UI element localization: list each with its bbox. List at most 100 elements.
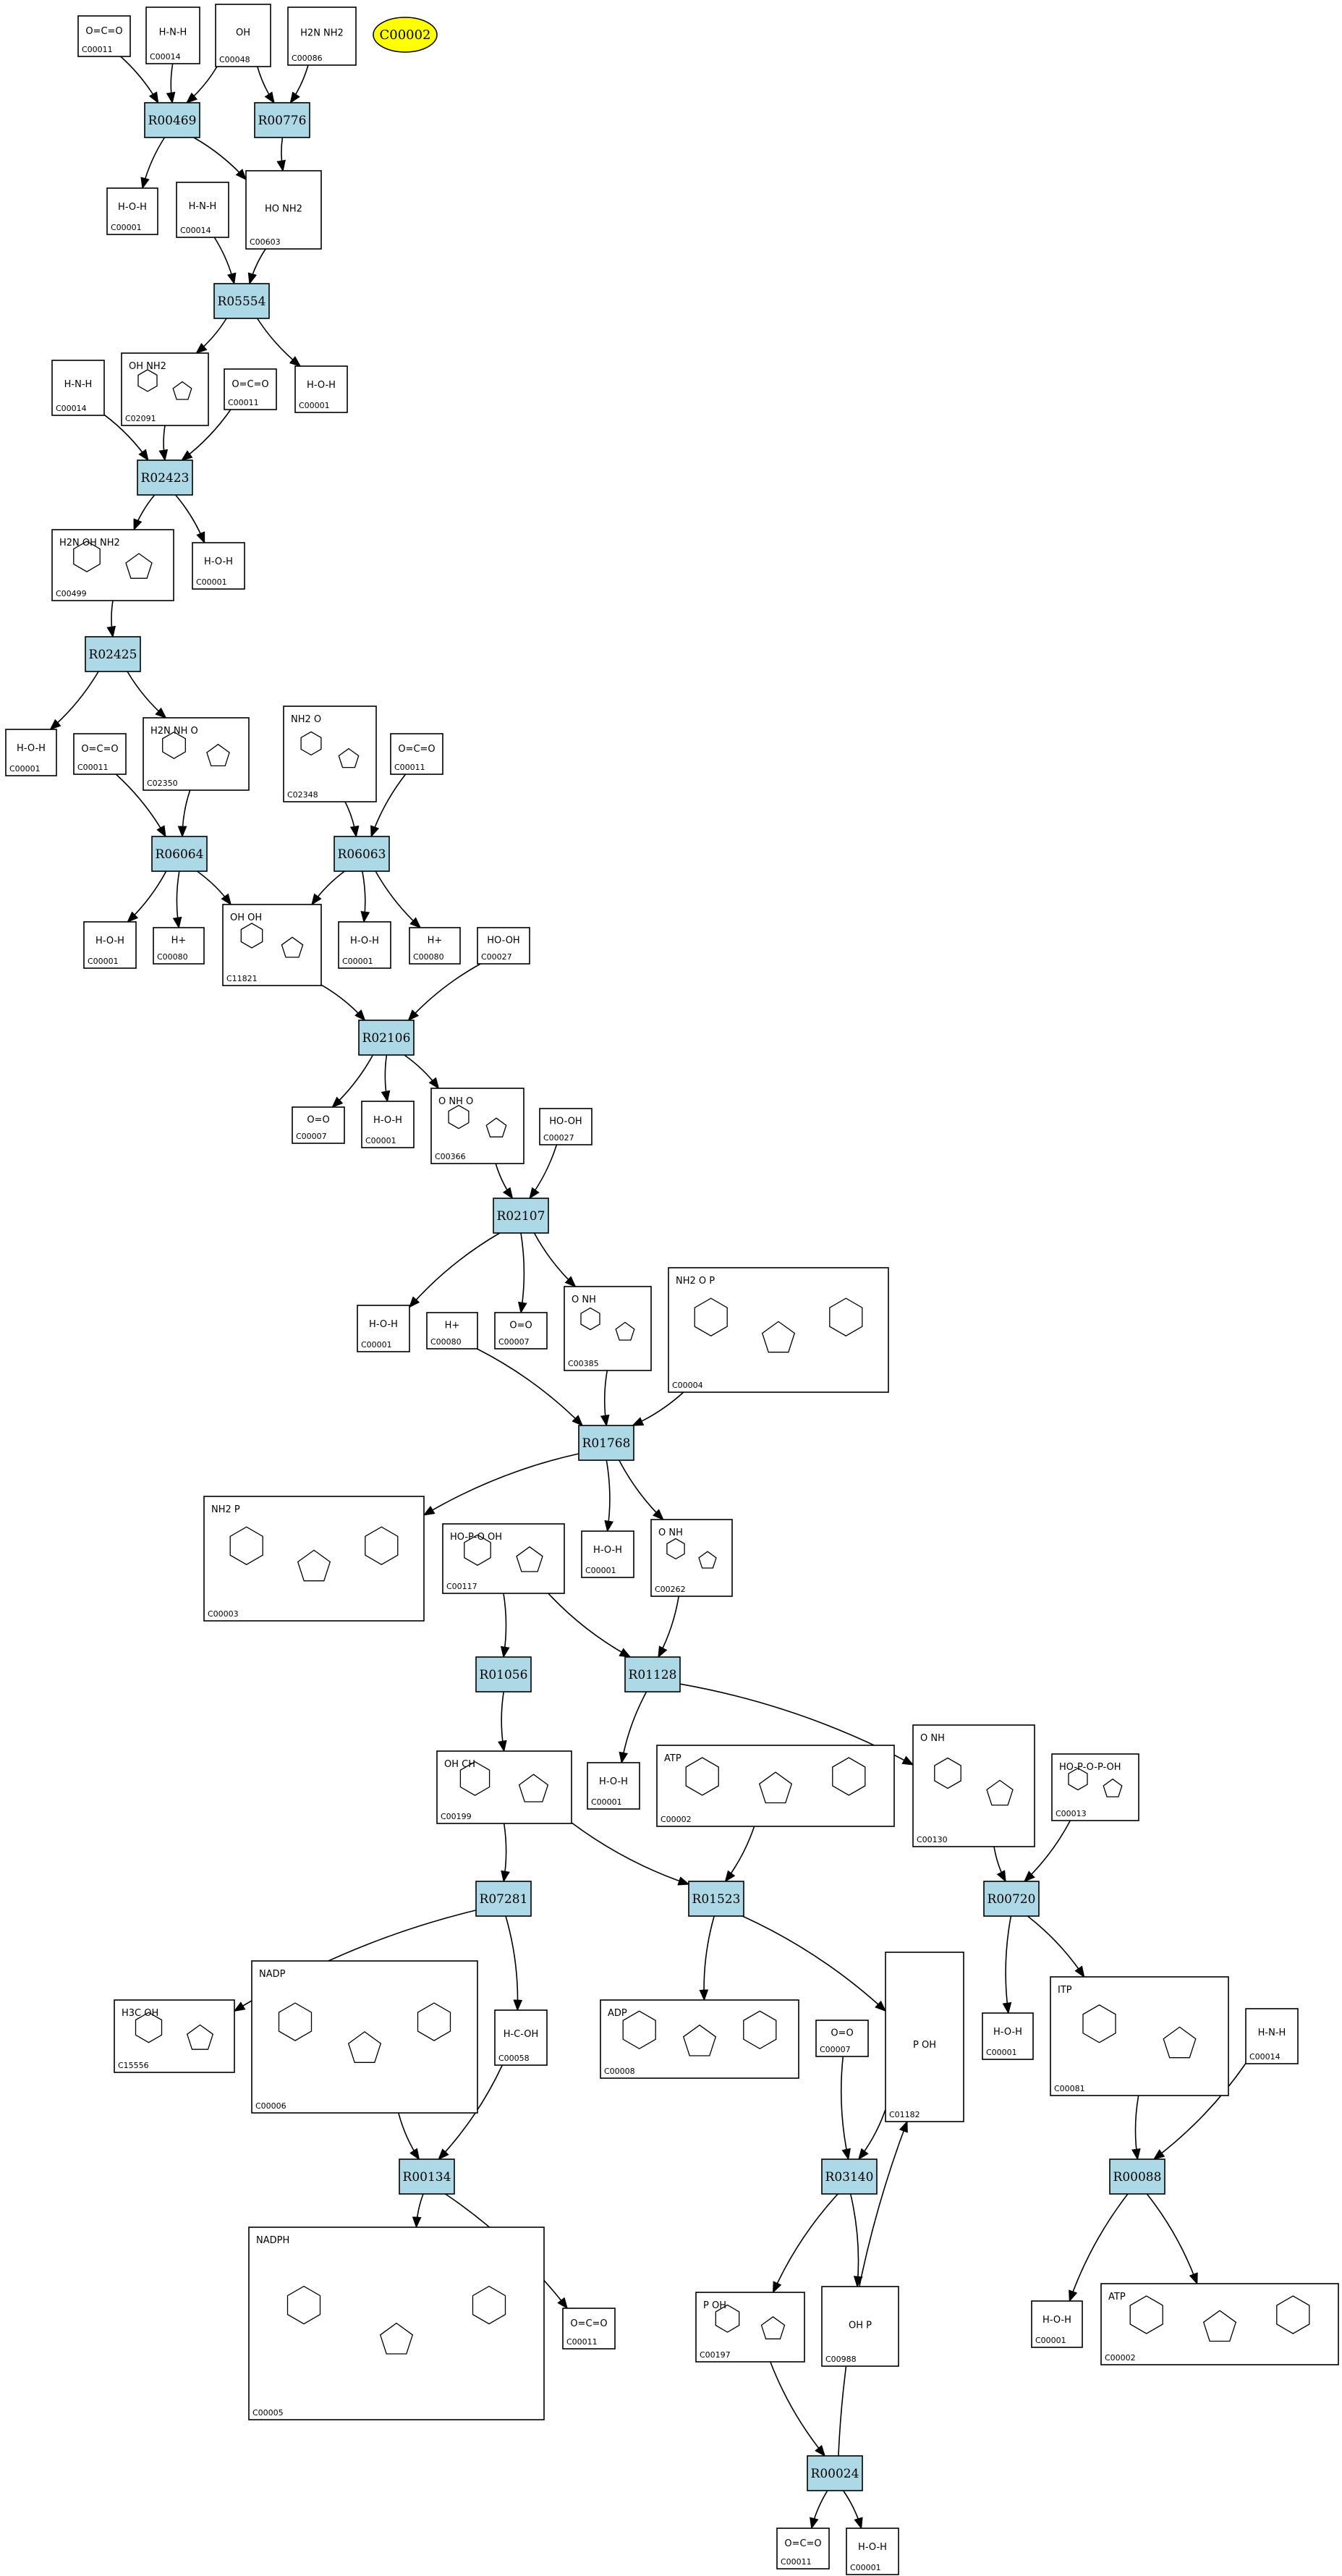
reaction-R00024[interactable]: R00024 bbox=[807, 2455, 863, 2491]
compound-box bbox=[83, 921, 137, 969]
reaction-R02425[interactable]: R02425 bbox=[85, 636, 141, 672]
ring-shape bbox=[832, 1757, 866, 1796]
compound-box bbox=[494, 2009, 548, 2066]
compound-C00080[interactable]: H+C00080 bbox=[426, 1312, 478, 1350]
reaction-R02423[interactable]: R02423 bbox=[137, 459, 193, 496]
reaction-R00134[interactable]: R00134 bbox=[399, 2158, 455, 2195]
reaction-box bbox=[85, 636, 141, 672]
reaction-R01128[interactable]: R01128 bbox=[624, 1656, 681, 1692]
reaction-R01523[interactable]: R01523 bbox=[688, 1881, 744, 1917]
reaction-R01768[interactable]: R01768 bbox=[578, 1425, 634, 1461]
compound-formula: H-O-H bbox=[1042, 2315, 1071, 2326]
highlight-node[interactable]: C00002 bbox=[373, 17, 438, 53]
reaction-R00720[interactable]: R00720 bbox=[983, 1881, 1040, 1917]
reaction-R02106[interactable]: R02106 bbox=[358, 1020, 415, 1056]
edge-r9-c29 bbox=[408, 1232, 501, 1308]
structure-sketch: OH OH bbox=[230, 912, 304, 958]
edge-c6-r3 bbox=[213, 237, 237, 285]
reaction-R07281[interactable]: R07281 bbox=[475, 1881, 532, 1917]
reaction-R05554[interactable]: R05554 bbox=[213, 283, 270, 319]
compound-formula: NADP bbox=[259, 1969, 286, 1980]
compound-label: C00011 bbox=[228, 398, 259, 407]
ring-shape bbox=[1202, 2310, 1237, 2342]
compound-box bbox=[695, 2292, 805, 2363]
reaction-R03140[interactable]: R03140 bbox=[821, 2158, 878, 2195]
structure-sketch: H+ bbox=[428, 936, 443, 946]
reaction-R06063[interactable]: R06063 bbox=[334, 836, 390, 872]
reaction-R00776[interactable]: R00776 bbox=[254, 102, 310, 138]
structure-sketch: HO-P-O-P-OH bbox=[1059, 1762, 1123, 1797]
compound-C11821[interactable]: OH OH C11821 bbox=[222, 904, 322, 986]
compound-label: C11821 bbox=[226, 974, 258, 983]
compound-C00080[interactable]: H+C00080 bbox=[409, 927, 461, 965]
reaction-R00088[interactable]: R00088 bbox=[1109, 2158, 1165, 2195]
compound-label: C00001 bbox=[111, 223, 142, 232]
reaction-R01056[interactable]: R01056 bbox=[475, 1656, 532, 1692]
edge-c40-r14 bbox=[724, 1826, 755, 1883]
compound-label: C00080 bbox=[157, 952, 188, 962]
reaction-R00469[interactable]: R00469 bbox=[144, 102, 200, 138]
reaction-R06064[interactable]: R06064 bbox=[151, 836, 208, 872]
reaction-R02107[interactable]: R02107 bbox=[493, 1198, 549, 1234]
structure-sketch: O=O bbox=[509, 1321, 532, 1331]
compound-label: C00385 bbox=[568, 1359, 599, 1368]
compound-C00080[interactable]: H+C00080 bbox=[153, 927, 205, 965]
